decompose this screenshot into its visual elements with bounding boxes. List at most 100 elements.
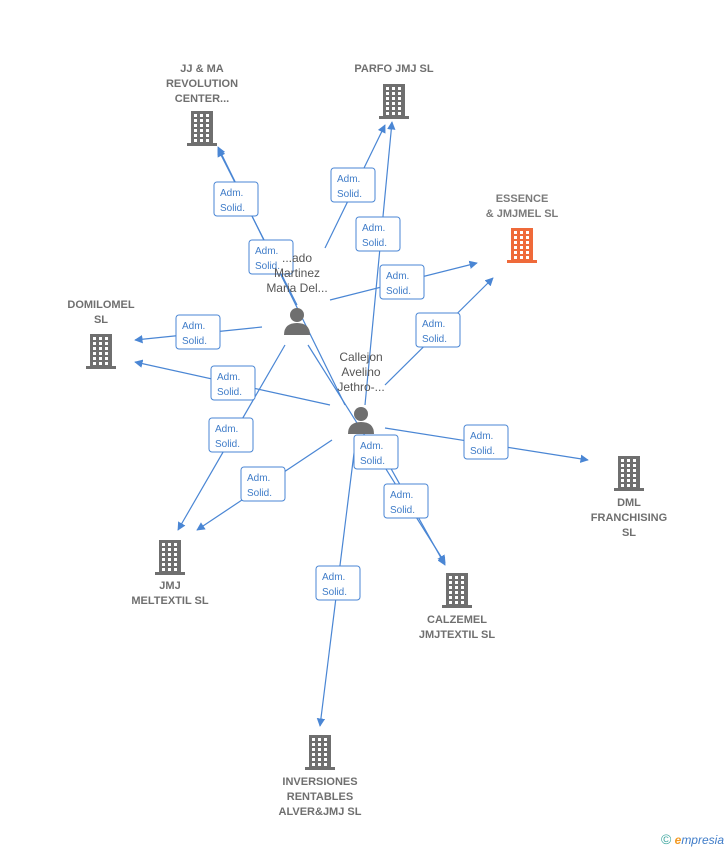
building-icon [305, 735, 335, 770]
edge-label-p2-jjma[interactable]: Adm. Solid. [213, 181, 259, 217]
edge-label-text: Adm. [362, 223, 385, 234]
company-name-line: INVERSIONES [282, 776, 357, 788]
edge-label-box [415, 312, 461, 348]
edge-label-p1-domilomel[interactable]: Adm. Solid. [175, 314, 221, 350]
edge-label-text: Adm. [247, 473, 270, 484]
person-name-line: Jethro-... [337, 380, 384, 394]
edge-label-p1-parfo[interactable]: Adm. Solid. [330, 167, 376, 203]
edge-label-text: Solid. [217, 387, 242, 398]
company-node-parfo[interactable]: PARFO JMJ SL [354, 63, 434, 119]
company-name-line: ESSENCE [496, 193, 549, 205]
edge-label-p2-essence[interactable]: Adm. Solid. [415, 312, 461, 348]
edge-label-text: Adm. [217, 372, 240, 383]
edge-label-text: Adm. [337, 174, 360, 185]
person-icon [284, 308, 310, 335]
edge-label-text: Adm. [220, 188, 243, 199]
company-name-line: JMJTEXTIL SL [419, 629, 495, 641]
person-icon [348, 407, 374, 434]
edge-p2-parfo [364, 121, 396, 406]
edge-label-text: Solid. [362, 238, 387, 249]
edge-label-box [353, 434, 399, 470]
edge-label-text: Solid. [322, 587, 347, 598]
person-name-line: Martinez [274, 266, 320, 280]
edge-label-text: Solid. [182, 336, 207, 347]
edge-label-text: Adm. [322, 572, 345, 583]
edge-label-box [248, 239, 294, 275]
footer-brand: © empresia [661, 831, 724, 847]
edge-label-p1-jjma[interactable]: Adm. Solid. [248, 239, 294, 275]
company-name-line: PARFO JMJ SL [354, 63, 434, 75]
edge-label-text: Adm. [470, 431, 493, 442]
edge-label-text: Solid. [220, 203, 245, 214]
edge-label-text: Solid. [337, 189, 362, 200]
edge-label-box [315, 565, 361, 601]
edge-label-box [379, 264, 425, 300]
edge-label-text: Solid. [360, 456, 385, 467]
edge-label-box [213, 181, 259, 217]
edge-label-text: Adm. [360, 441, 383, 452]
company-name-line: REVOLUTION [166, 78, 238, 90]
edge-label-text: Solid. [215, 439, 240, 450]
edge-label-box [330, 167, 376, 203]
building-icon [155, 540, 185, 575]
edge-label-box [240, 466, 286, 502]
edge-label-box [463, 424, 509, 460]
company-node-dml[interactable]: DML FRANCHISING SL [591, 456, 667, 539]
edge-label-p1-calzemel[interactable]: Adm.Solid. [383, 483, 429, 519]
brand-logo-initial: e [674, 833, 682, 847]
edge-label-p1-essence[interactable]: Adm. Solid. [379, 264, 425, 300]
company-name-line: SL [622, 527, 636, 539]
brand-logo-text: mpresia [681, 833, 724, 847]
edge-label-p2-jmjmeltextil[interactable]: Adm. Solid. [240, 466, 286, 502]
copyright-symbol: © [660, 831, 672, 847]
edge-label-p2-domilomel[interactable]: Adm. Solid. [210, 365, 256, 401]
nodes-layer: JJ & MA REVOLUTION CENTER... PARFO JMJ SL ES… [67, 63, 667, 818]
edge-label-text: Solid. [247, 488, 272, 499]
person-name-line: Maria Del... [266, 281, 327, 295]
company-name-line: CALZEMEL [427, 614, 487, 626]
edge-label-text: Adm. [215, 424, 238, 435]
edge-label-text: Solid. [470, 446, 495, 457]
company-name-line: ALVER&JMJ SL [279, 806, 362, 818]
edge-label-p1-jmjmeltextil[interactable]: Adm. Solid. [208, 417, 254, 453]
edge-label-text: Solid. [255, 261, 280, 272]
edge-label-p2-parfo[interactable]: Adm. Solid. [355, 216, 401, 252]
edge-label-text: Solid. [422, 334, 447, 345]
building-icon [379, 84, 409, 119]
company-name-line: & JMJMEL SL [486, 208, 559, 220]
person-name-line: Avelino [341, 365, 380, 379]
edge-label-text: Solid. [386, 286, 411, 297]
building-icon [187, 111, 217, 146]
edge-label-text: Adm. [390, 490, 413, 501]
person-name-line: Callejon [339, 350, 382, 364]
edge-label-p2-inversiones[interactable]: Adm. Solid. [315, 565, 361, 601]
building-icon [442, 573, 472, 608]
edge-label-text: Adm. [182, 321, 205, 332]
edge-label-text: Adm. [422, 319, 445, 330]
building-icon [614, 456, 644, 491]
company-name-line: JJ & MA [180, 63, 223, 75]
building-icon [507, 228, 537, 263]
company-node-calzemel[interactable]: CALZEMEL JMJTEXTIL SL [419, 573, 495, 641]
edge-label-text: Adm. [386, 271, 409, 282]
company-name-line: CENTER... [175, 93, 229, 105]
company-name-line: DOMILOMEL [67, 299, 134, 311]
company-node-jjma[interactable]: JJ & MA REVOLUTION CENTER... [166, 63, 238, 146]
edge-label-text: Adm. [255, 246, 278, 257]
edge-label-p2-calzemel[interactable]: Adm. Solid. [353, 434, 399, 470]
person-node-p2[interactable]: CallejonAvelinoJethro-... [337, 350, 385, 434]
company-node-essence[interactable]: ESSENCE & JMJMEL SL [486, 193, 559, 263]
company-name-line: DML [617, 497, 641, 509]
company-node-domilomel[interactable]: DOMILOMEL SL [67, 299, 135, 369]
edge-label-box [355, 216, 401, 252]
person-name-line: ...ado [282, 251, 312, 265]
edge-label-p2-dml[interactable]: Adm. Solid. [463, 424, 509, 460]
building-icon [86, 334, 116, 369]
company-name-line: RENTABLES [287, 791, 353, 803]
company-name-line: SL [94, 314, 108, 326]
edge-label-box [210, 365, 256, 401]
company-name-line: FRANCHISING [591, 512, 667, 524]
company-node-inversiones[interactable]: INVERSIONES RENTABLES ALVER&JMJ SL [279, 735, 362, 818]
